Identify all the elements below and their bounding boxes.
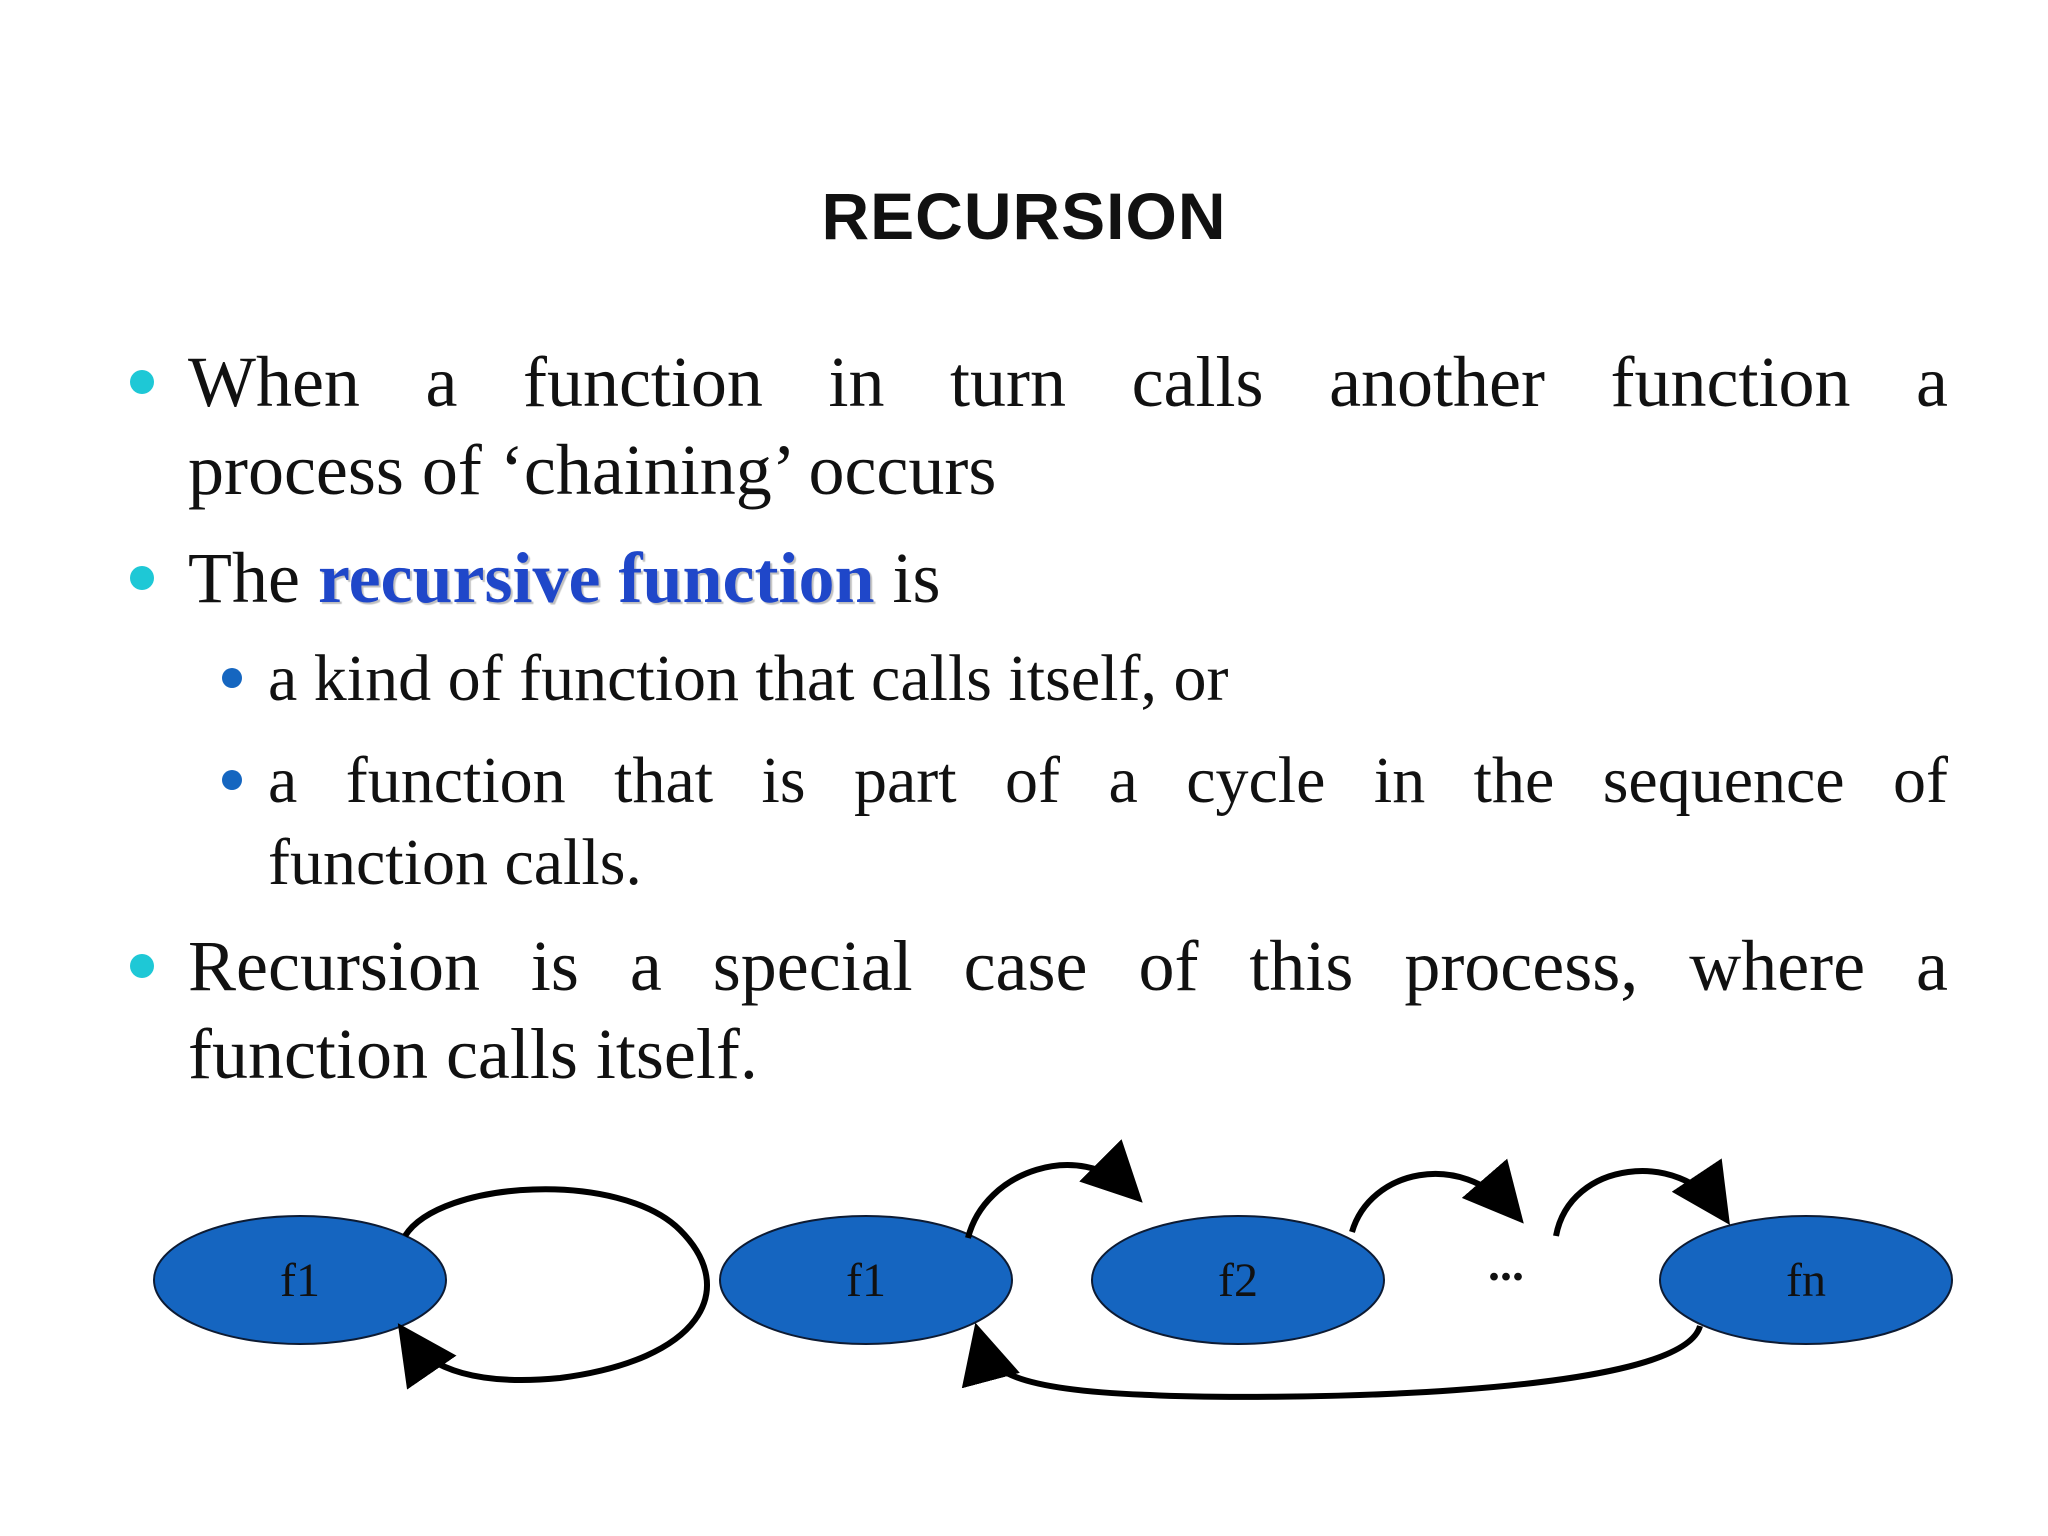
bullet-recursion-special-case: Recursion is a special case of this proc… <box>130 922 1948 1098</box>
direct-recursion-group: f1 <box>153 1186 710 1390</box>
bullet-line: process of ‘chaining’ occurs <box>188 430 997 510</box>
node-fn <box>1659 1215 1953 1345</box>
sub-bullet-calls-itself: a kind of function that calls itself, or <box>222 638 1948 720</box>
bullet-line: When a function in turn calls another fu… <box>188 342 1948 422</box>
node-f1-chain <box>719 1215 1013 1345</box>
sub-bullet-cycle: a function that is part of a cycle in th… <box>222 740 1948 904</box>
recursion-diagram: f1 f1 f2 ... fn <box>153 1139 1953 1400</box>
sub-bullet-line: a function that is part of a cycle in th… <box>268 744 1948 817</box>
node-label: f1 <box>280 1254 320 1307</box>
bullet-line: function calls itself. <box>188 1014 758 1094</box>
node-label: f2 <box>1218 1254 1258 1307</box>
sub-bullet-dot <box>222 668 242 688</box>
bullet-dot <box>130 370 154 394</box>
call-arrow-f2-ellipsis <box>1349 1158 1524 1233</box>
slide-title: RECURSION <box>821 179 1227 253</box>
sub-bullet-line: function calls. <box>268 826 642 899</box>
node-label: fn <box>1786 1254 1826 1307</box>
bullet-line: Recursion is a special case of this proc… <box>188 926 1948 1006</box>
sub-bullet-dot <box>222 770 242 790</box>
bullet-dot <box>130 566 154 590</box>
bullet-chaining: When a function in turn calls another fu… <box>130 338 1948 514</box>
self-call-arrow <box>397 1186 710 1390</box>
bullet-suffix: is <box>874 538 941 618</box>
node-f1-self <box>153 1215 447 1345</box>
call-arrow-f1-f2 <box>965 1139 1143 1239</box>
call-arrow-ellipsis-fn <box>1553 1158 1731 1237</box>
indirect-recursion-group: f1 f2 ... fn <box>719 1139 1953 1400</box>
bullet-dot <box>130 954 154 978</box>
ellipsis-text: ... <box>1488 1238 1524 1291</box>
bullet-recursive-function: The recursive function is <box>130 534 1948 622</box>
highlight-term: recursive function <box>317 538 875 618</box>
return-arrow-fn-f1 <box>961 1322 1703 1400</box>
node-f2 <box>1091 1215 1385 1345</box>
bullet-prefix: The <box>188 538 318 618</box>
sub-bullet-line: a kind of function that calls itself, or <box>268 642 1229 715</box>
node-label: f1 <box>846 1254 886 1307</box>
